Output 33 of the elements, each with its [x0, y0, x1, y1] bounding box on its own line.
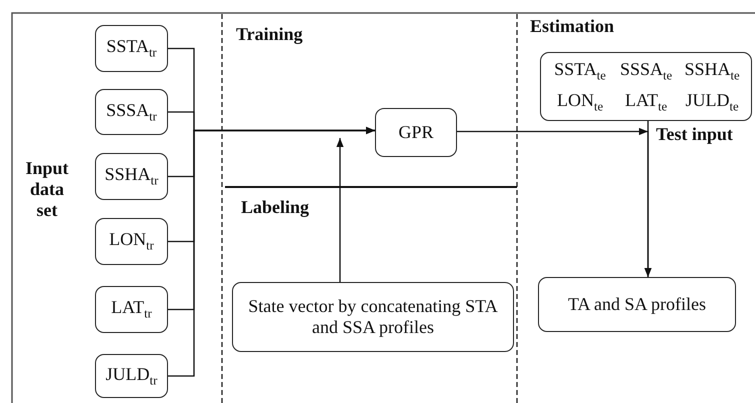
node-text: SSHA$_{te}$ — [683, 58, 741, 83]
process-box — [538, 277, 736, 332]
node-caption: Test input — [656, 124, 733, 145]
process-box — [95, 218, 168, 265]
node-text: SSSA$_{te}$ — [618, 58, 674, 83]
node-text: SSSA$_{tr}$ — [106, 100, 157, 124]
node-text: JULD$_{tr}$ — [106, 364, 158, 388]
node-text: JULD$_{te}$ — [684, 90, 740, 114]
node-text: SSHA$_{tr}$ — [104, 164, 158, 189]
node-text: LON$_{tr}$ — [109, 229, 154, 254]
arrow — [336, 138, 344, 282]
process-box — [95, 286, 168, 333]
node-text: State vector by concatenating STA and SSA profiles — [247, 296, 499, 338]
process-box — [375, 108, 457, 157]
process-box — [95, 354, 168, 398]
node-text: LON$_{te}$ — [556, 90, 604, 114]
node-text: LAT$_{tr}$ — [111, 297, 152, 322]
node-text: SSTA$_{te}$ — [553, 58, 607, 83]
node-text: TA and SA profiles — [568, 294, 706, 315]
input-box — [540, 52, 752, 121]
section-label: Estimation — [530, 16, 614, 37]
section-label: Input data set — [24, 158, 70, 221]
process-box — [232, 282, 514, 352]
arrow — [168, 126, 375, 377]
node-text: SSTA$_{tr}$ — [106, 36, 157, 61]
node-text: LAT$_{te}$ — [624, 90, 668, 114]
node-text: GPR — [398, 122, 434, 143]
process-box — [95, 153, 168, 200]
arrow — [644, 121, 652, 277]
process-box — [95, 25, 168, 72]
section-label: Labeling — [241, 197, 310, 218]
process-box — [95, 89, 168, 135]
section-label: Training — [236, 24, 303, 45]
